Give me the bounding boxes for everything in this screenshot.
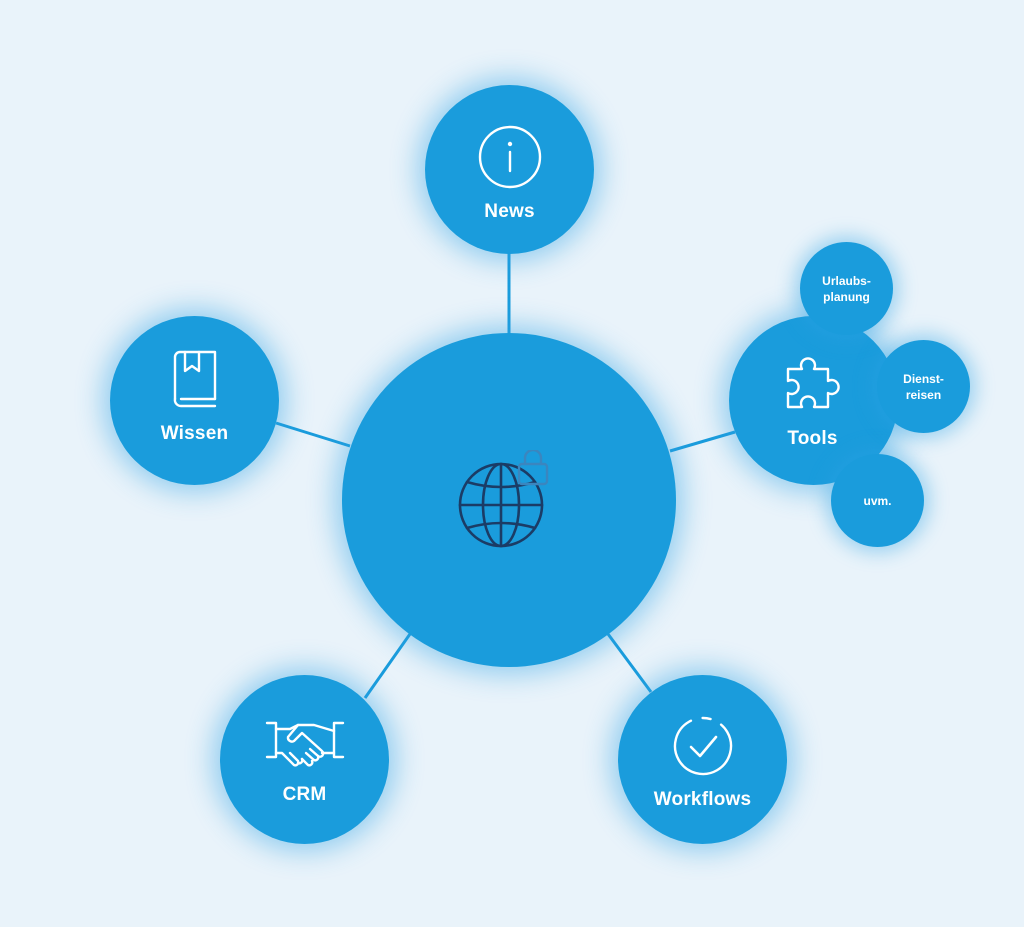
book-icon <box>173 350 216 408</box>
connector-tools <box>669 430 736 453</box>
node-tools[interactable]: Tools <box>729 316 898 485</box>
node-wissen[interactable]: Wissen <box>110 316 279 485</box>
globe-with-lock-icon <box>458 450 549 548</box>
handshake-icon <box>265 721 344 767</box>
connector-crm <box>363 633 412 699</box>
info-icon <box>478 125 541 189</box>
hub-node <box>342 333 676 667</box>
connector-workflows <box>606 633 653 693</box>
node-workflows-label: Workflows <box>653 789 752 810</box>
node-news-label: News <box>484 201 535 222</box>
node-crm-label: CRM <box>282 784 327 805</box>
node-tools-label: Tools <box>787 428 838 449</box>
check-circle-icon <box>673 716 732 776</box>
node-workflows[interactable]: Workflows <box>618 675 787 844</box>
tools-sub-uvm[interactable]: uvm. <box>831 454 924 547</box>
node-news[interactable]: News <box>425 85 594 254</box>
node-wissen-label: Wissen <box>160 423 229 444</box>
puzzle-icon <box>786 357 840 409</box>
tools-sub-dienstreisen[interactable]: Dienst- reisen <box>877 340 970 433</box>
node-crm[interactable]: CRM <box>220 675 389 844</box>
tools-sub-urlaubsplanung[interactable]: Urlaubs- planung <box>800 242 893 335</box>
connector-wissen <box>275 421 351 448</box>
